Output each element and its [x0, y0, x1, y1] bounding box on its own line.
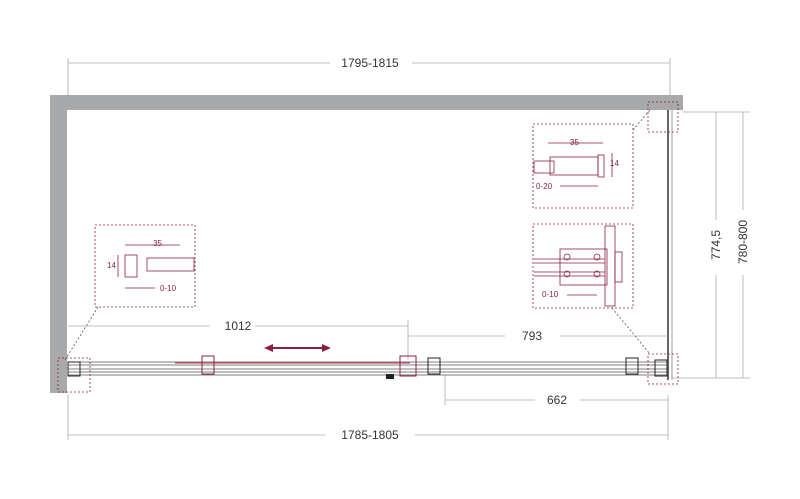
detail-middle-right-adjust: 0-10: [542, 290, 559, 299]
handle: [386, 374, 394, 379]
fixed-panel-label: 1012: [225, 319, 252, 333]
door-span-label: 793: [522, 329, 542, 343]
inner-depth-label: 774,5: [709, 230, 723, 260]
detail-left-length: 35: [153, 239, 162, 248]
dimension-top-width: [67, 58, 671, 95]
dimension-passage: [444, 375, 668, 405]
dimension-depth: [672, 111, 750, 379]
detail-left-adjust: 0-10: [160, 284, 177, 293]
wall-profile-left: [67, 361, 81, 377]
sliding-direction-arrow-icon: [264, 344, 331, 352]
dimension-bottom-width: [67, 395, 669, 440]
outer-depth-label: 780-800: [736, 220, 750, 264]
detail-middle-right-bracket: [534, 225, 623, 307]
detail-frames: [57, 101, 679, 393]
glass-rails: [68, 361, 668, 376]
detail-top-right-length: 35: [570, 138, 579, 147]
detail-left-profile: [117, 244, 195, 289]
roller-left: [201, 355, 215, 375]
passage-label: 662: [547, 393, 567, 407]
roller-center: [399, 355, 417, 377]
wall-top: [50, 95, 683, 110]
roller-fixed: [427, 357, 441, 375]
detail-top-right-profile: [533, 142, 613, 187]
detail-top-right-height: 14: [610, 159, 619, 168]
detail-top-right-adjust: 0-20: [536, 182, 553, 191]
detail-left-height: 14: [107, 261, 116, 270]
dimension-fixed-panel: [68, 320, 409, 360]
wall-profile-right: [654, 359, 668, 377]
top-width-label: 1795-1815: [341, 56, 399, 70]
roller-right: [625, 357, 639, 375]
bottom-width-label: 1785-1805: [341, 428, 399, 442]
wall-left: [50, 95, 67, 393]
